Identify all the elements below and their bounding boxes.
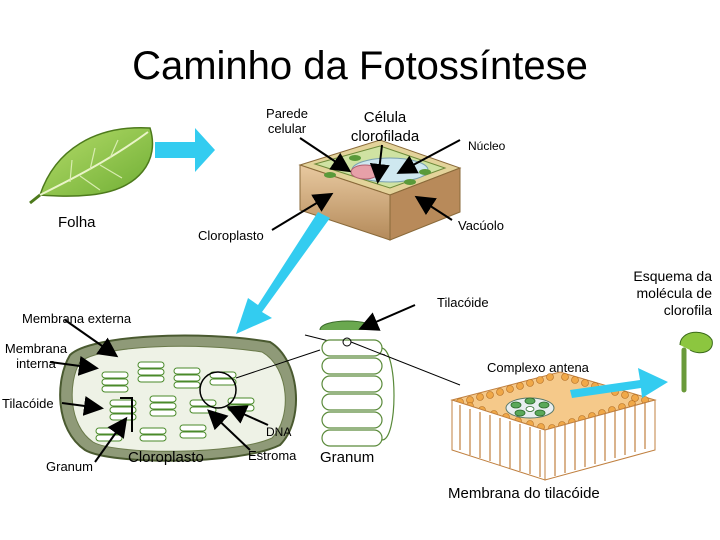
label-membrana-externa: Membrana externa [22,311,132,326]
label-granum-left: Granum [46,459,93,474]
label-tilacoide-mid: Tilacóide [437,295,489,310]
label-vacuolo: Vacúolo [458,218,505,233]
label-esquema-molecula: Esquema da molécula de clorofila [633,268,712,318]
arrow-membrane-to-molecule [570,368,668,398]
granum-stack-illustration [319,320,461,447]
label-complexo-antena: Complexo antena [487,360,589,375]
label-granum-mid: Granum [320,449,375,466]
chlorophyll-molecule-illustration [679,331,713,393]
leaf-illustration [29,127,154,205]
label-nucleo: Núcleo [468,139,506,153]
arrow-cell-to-chloroplast [236,212,330,334]
label-membrana-interna: Membrana interna [4,341,68,371]
label-cloroplasto-bottom: Cloroplasto [128,449,204,466]
label-estroma: Estroma [248,448,297,463]
label-cloroplasto-top: Cloroplasto [198,228,264,243]
label-tilacoide-left: Tilacóide [2,396,54,411]
label-celula-clorofilada: Célula clorofilada [350,109,420,145]
label-parede-celular: Parede celular [266,106,308,136]
label-membrana-tilacoide: Membrana do tilacóide [448,485,600,502]
page-title: Caminho da Fotossíntese [132,44,588,88]
label-dna: DNA [266,425,292,439]
arrow-leaf-to-cell [155,128,215,172]
label-folha: Folha [58,214,96,231]
